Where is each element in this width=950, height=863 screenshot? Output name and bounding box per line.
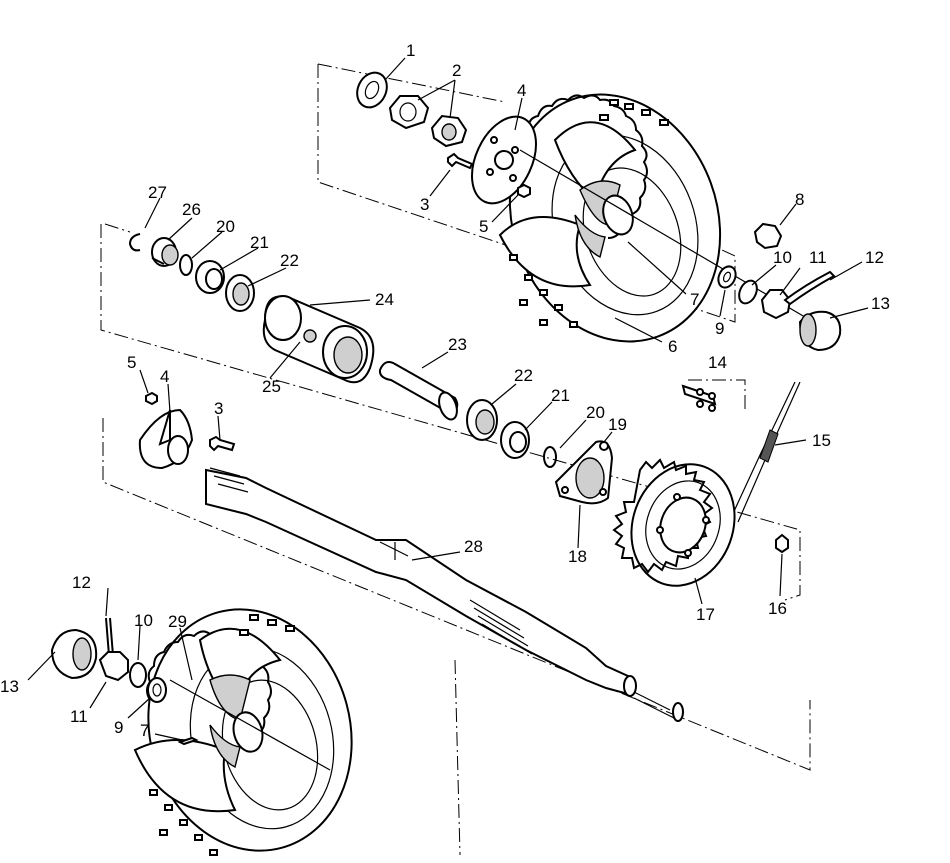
label-12-lower: 12 — [72, 573, 91, 592]
label-5-lower: 5 — [127, 353, 136, 372]
label-22-upper: 22 — [280, 251, 299, 270]
label-26: 26 — [182, 200, 201, 219]
axle — [205, 467, 684, 722]
lower-left-fasteners — [50, 617, 331, 771]
label-6: 6 — [668, 337, 677, 356]
label-18: 18 — [568, 547, 587, 566]
label-17: 17 — [696, 605, 715, 624]
label-11-upper: 11 — [809, 248, 827, 267]
label-16: 16 — [768, 599, 787, 618]
upper-wheel — [498, 93, 722, 343]
leader-lines — [27, 57, 869, 741]
label-11-lower: 11 — [70, 707, 88, 726]
label-9-lower: 9 — [114, 718, 123, 737]
label-8: 8 — [795, 190, 804, 209]
upper-small-parts — [356, 71, 531, 199]
label-4-upper: 4 — [517, 81, 526, 100]
label-5-upper: 5 — [479, 217, 488, 236]
label-3-upper: 3 — [420, 195, 429, 214]
label-14: 14 — [708, 353, 727, 372]
label-27: 27 — [148, 183, 167, 202]
upper-hub-flange — [471, 115, 537, 205]
label-19: 19 — [608, 415, 627, 434]
nut-16 — [775, 533, 789, 554]
label-21-lower: 21 — [551, 386, 570, 405]
label-1: 1 — [406, 41, 415, 60]
label-22-lower: 22 — [514, 366, 533, 385]
label-4-lower: 4 — [160, 367, 169, 386]
label-20-lower: 20 — [586, 403, 605, 422]
label-13-lower: 13 — [0, 677, 19, 696]
panel-outlines — [100, 63, 811, 856]
label-9-upper: 9 — [715, 319, 724, 338]
upper-wheel-tread — [509, 99, 669, 328]
label-3-lower: 3 — [214, 399, 223, 418]
label-13-upper: 13 — [871, 294, 890, 313]
label-28: 28 — [464, 537, 483, 556]
part-labels: 1 2 3 4 5 6 7 8 9 10 11 12 13 14 15 16 1… — [0, 41, 890, 740]
lower-hub-flange — [138, 391, 236, 470]
chain-link-and-chain — [681, 381, 801, 523]
label-12-upper: 12 — [865, 248, 884, 267]
label-7-lower: 7 — [140, 721, 149, 740]
label-10-lower: 10 — [134, 611, 153, 630]
lower-wheel — [133, 608, 353, 856]
label-7-upper: 7 — [690, 290, 699, 309]
lower-wheel-tread — [149, 614, 295, 856]
label-2: 2 — [452, 61, 461, 80]
sprocket — [612, 458, 736, 587]
upper-right-fasteners — [717, 222, 842, 352]
bolt-19 — [599, 441, 609, 451]
label-29: 29 — [168, 612, 187, 631]
label-24: 24 — [375, 290, 394, 309]
label-20-upper: 20 — [216, 217, 235, 236]
label-10-upper: 10 — [773, 248, 792, 267]
label-25: 25 — [262, 377, 281, 396]
label-23: 23 — [448, 335, 467, 354]
label-15: 15 — [812, 431, 831, 450]
carrier-assembly — [128, 233, 614, 505]
label-21-upper: 21 — [250, 233, 269, 252]
